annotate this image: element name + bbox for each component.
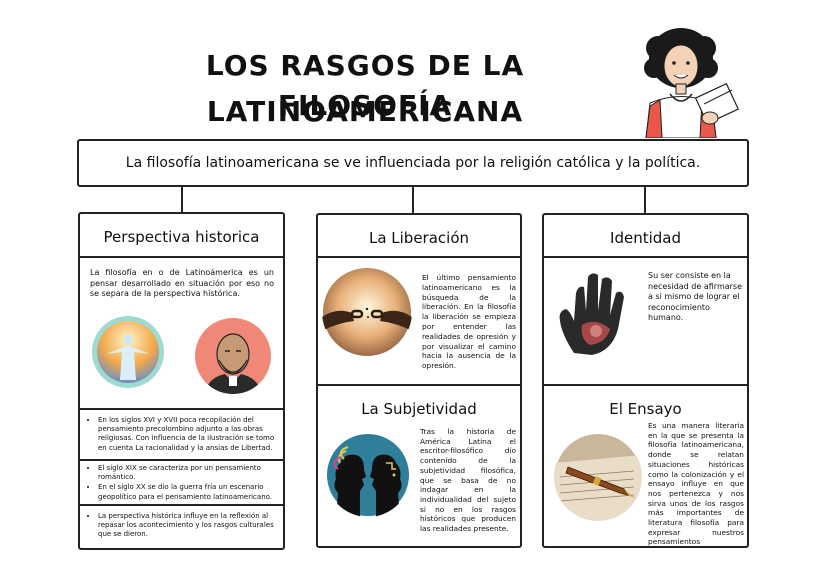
column-2-panel: La Liberación El último pensamiento lati… bbox=[316, 213, 522, 548]
subjetividad-title: La Subjetividad bbox=[361, 400, 477, 418]
ensayo-title: El Ensayo bbox=[609, 400, 682, 418]
handprint-image bbox=[559, 273, 624, 355]
subtitle-text: La filosofía latinoamericana se ve influ… bbox=[125, 155, 701, 171]
perspectiva-historica-text: La filosofía en o de Latinoámerica es un… bbox=[90, 268, 274, 299]
divider bbox=[78, 459, 285, 461]
identidad-title: Identidad bbox=[610, 229, 681, 247]
divider bbox=[78, 256, 285, 258]
woman-with-book-illustration bbox=[644, 28, 740, 138]
bullet-item: En los siglos XVI y XVII poca recopilaci… bbox=[98, 416, 278, 453]
perspectiva-bullets-3: La perspectiva histórica influye en la r… bbox=[86, 512, 278, 541]
fountain-pen-image bbox=[554, 433, 642, 521]
page-title-line2: LATINOAMERICANA bbox=[206, 95, 524, 128]
bullet-item: El siglo XIX se caracteriza por un pensa… bbox=[98, 464, 278, 482]
perspectiva-historica-title: Perspectiva historica bbox=[103, 228, 260, 246]
bullet-item: La perspectiva histórica influye en la r… bbox=[98, 512, 278, 540]
column-3-panel: Identidad Su ser consiste en la necesida… bbox=[542, 213, 749, 548]
identidad-text: Su ser consiste en la necesidad de afirm… bbox=[648, 271, 743, 323]
divider bbox=[78, 504, 285, 506]
divider bbox=[542, 384, 749, 386]
perspectiva-bullets-1: En los siglos XVI y XVII poca recopilaci… bbox=[86, 416, 278, 454]
divider bbox=[316, 384, 522, 386]
connector-line bbox=[644, 187, 646, 213]
bald-man-image bbox=[195, 318, 271, 394]
broken-chains-image bbox=[322, 267, 412, 357]
subtitle-box: La filosofía latinoamericana se ve influ… bbox=[77, 139, 749, 187]
liberacion-text: El último pensamiento latinoamericano es… bbox=[422, 273, 516, 371]
subjetividad-text: Tras la historia de América Latina el es… bbox=[420, 427, 516, 534]
connector-line bbox=[412, 187, 414, 213]
jesus-statue-image bbox=[92, 316, 164, 388]
divider bbox=[542, 256, 749, 258]
page-title-line1: LOS RASGOS DE LA FILOSOFÍA bbox=[205, 49, 525, 122]
ensayo-text: Es una manera literaria en la que se pre… bbox=[648, 421, 744, 547]
perspectiva-bullets-2: El siglo XIX se caracteriza por un pensa… bbox=[86, 464, 278, 503]
connector-line bbox=[181, 187, 183, 213]
divider bbox=[316, 256, 522, 258]
divider bbox=[78, 408, 285, 410]
silhouette-heads-image bbox=[326, 433, 410, 517]
bullet-item: En el siglo XX se dio la guerra fría un … bbox=[98, 483, 278, 501]
perspectiva-historica-panel: Perspectiva historica La filosofía en o … bbox=[78, 212, 285, 550]
liberacion-title: La Liberación bbox=[368, 229, 470, 247]
